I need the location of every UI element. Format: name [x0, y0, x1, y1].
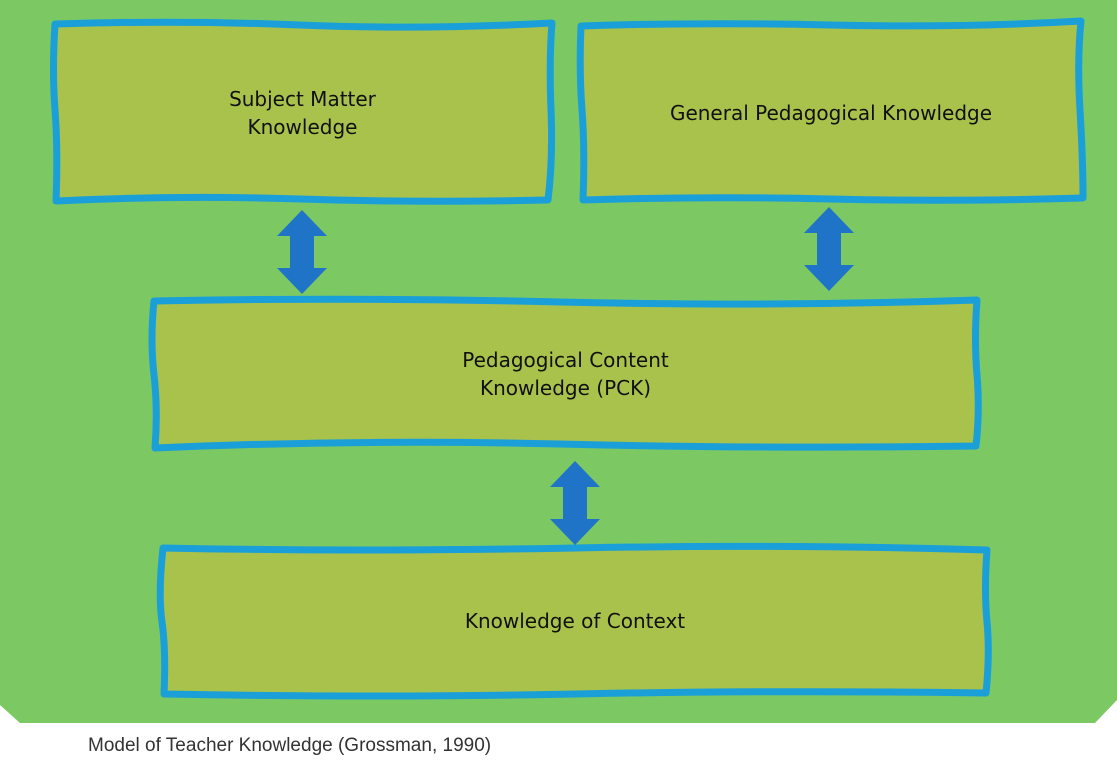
figure-caption: Model of Teacher Knowledge (Grossman, 19…	[88, 735, 492, 756]
subject-matter-box	[50, 18, 556, 205]
diagram-panel: Subject Matter Knowledge General Pedagog…	[0, 0, 1117, 723]
diagram-canvas	[0, 0, 1117, 723]
context-label-line1: Knowledge of Context	[464, 609, 686, 633]
pck-label-line2: Knowledge (PCK)	[479, 376, 652, 400]
subject-matter-label-line1: Subject Matter	[229, 86, 376, 111]
general-pedagogical-label-line1: General Pedagogical Knowledge	[669, 100, 993, 125]
pck-box	[148, 295, 982, 452]
double-arrow-icon	[277, 210, 327, 294]
subject-matter-label-line2: Knowledge	[247, 114, 358, 139]
context-label: Knowledge of Context	[167, 553, 983, 689]
pck-label: Pedagogical Content Knowledge (PCK)	[159, 306, 972, 442]
subject-matter-label: Subject Matter Knowledge	[60, 30, 545, 195]
double-arrow-icon	[550, 461, 600, 545]
pck-label-line1: Pedagogical Content	[462, 348, 669, 372]
general-pedagogical-label: General Pedagogical Knowledge	[586, 30, 1076, 195]
double-arrow-icon	[804, 207, 854, 291]
context-box	[156, 542, 992, 700]
general-pedagogical-box	[576, 17, 1087, 204]
